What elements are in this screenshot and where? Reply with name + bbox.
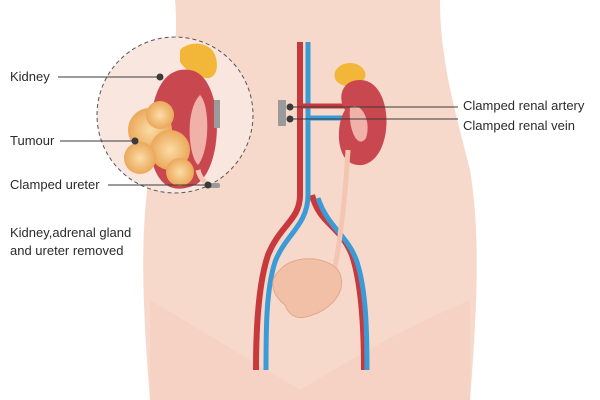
label-clamped-ureter: Clamped ureter [10,177,100,192]
kidney-leader-dot [156,73,164,81]
bladder [272,258,343,318]
label-tumour: Tumour [10,133,55,148]
remaining-kidney-inner [349,106,368,142]
tumour-mass [124,101,194,186]
vena-cava [263,42,311,371]
great-vessels [253,42,370,371]
label-kidney: Kidney [10,69,50,84]
removed-kidney-inner [189,95,208,165]
hip-shadow [150,300,470,400]
artery-leader-dot [286,103,294,111]
leader-lines [58,73,458,189]
removal-note: Kidney,adrenal gland and ureter removed [10,224,190,260]
renal-vessel-clamp [278,100,286,126]
vena-cava-right-branch [315,197,370,371]
removed-adrenal-gland [180,43,217,79]
label-clamped-renal-vein: Clamped renal vein [463,118,576,133]
ureter-leader-dot [204,181,212,189]
removal-note-line2: and ureter removed [10,243,124,258]
removal-note-line1: Kidney,adrenal gland [10,225,132,240]
vein-leader-dot [286,115,294,123]
aorta [253,42,303,371]
label-clamped-renal-artery: Clamped renal artery [463,98,585,113]
tumour-leader-dot [131,137,139,145]
removed-clamp-vessels [214,100,220,128]
